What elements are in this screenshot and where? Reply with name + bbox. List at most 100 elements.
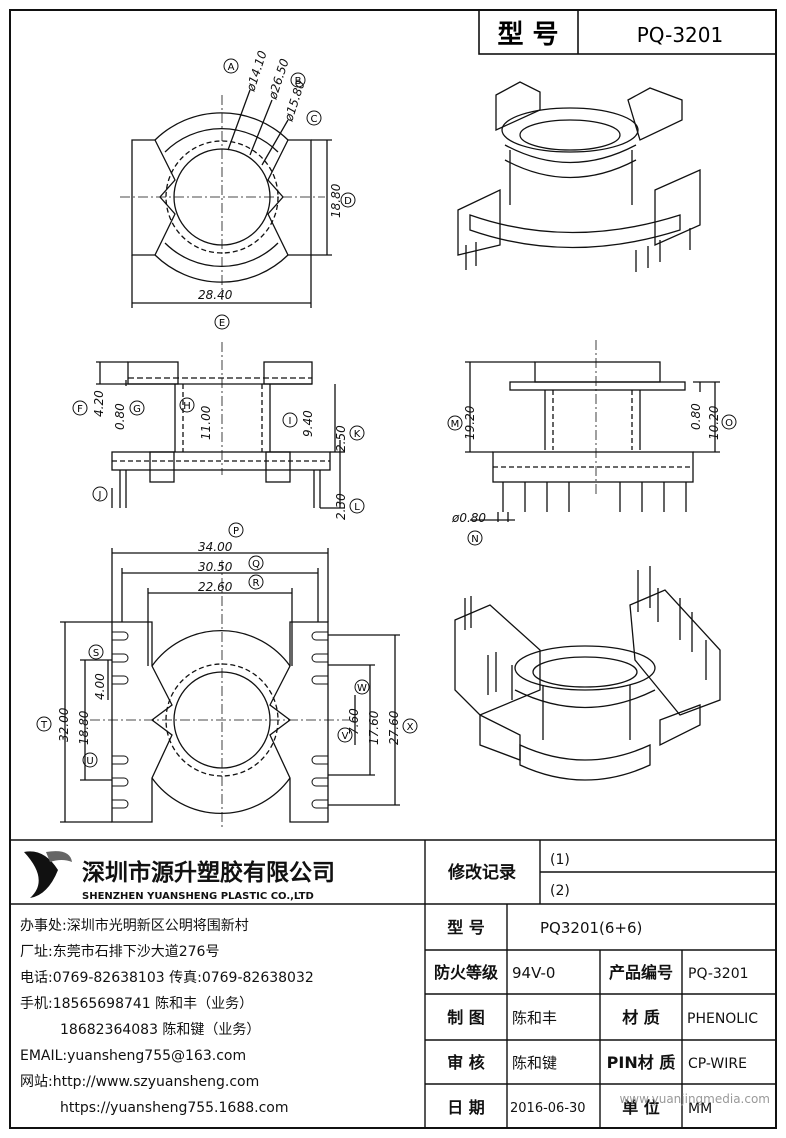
flame-rating-value: 94V-0	[512, 964, 555, 982]
front-view	[96, 342, 345, 509]
drawn-by-label: 制 图	[447, 1008, 485, 1027]
company-name-en: SHENZHEN YUANSHENG PLASTIC CO.,LTD	[82, 891, 314, 902]
marker-a: A	[228, 62, 235, 73]
marker-n: N	[471, 534, 478, 545]
model-value: PQ3201(6+6)	[540, 919, 642, 937]
date-value: 2016-06-30	[510, 1101, 586, 1116]
title-block-grid	[10, 839, 776, 1128]
dim-h: 11.00	[199, 405, 213, 440]
dim-v: 7.60	[347, 708, 361, 735]
dim-f: 4.20	[92, 390, 106, 417]
bottom-view-labels: 34.00 30.50 22.60 32.00 18.80 4.00 7.60 …	[57, 540, 401, 745]
marker-b: B	[295, 76, 302, 87]
dim-r: 22.60	[198, 580, 233, 594]
dim-s: 4.00	[93, 673, 107, 700]
marker-q: Q	[252, 559, 260, 570]
dim-n: ø0.80	[451, 511, 486, 525]
dim-t: 32.00	[57, 707, 71, 742]
side-view	[465, 340, 720, 522]
dim-e: 28.40	[198, 288, 233, 302]
unit-value: MM	[688, 1101, 712, 1117]
marker-h: H	[183, 401, 191, 412]
bottom-view-markers: P Q R S T U V W X	[36, 522, 418, 768]
revision-1: (1)	[550, 852, 570, 868]
dim-k: 2.50	[334, 425, 348, 452]
marker-m: M	[451, 419, 460, 430]
dim-q: 30.50	[198, 560, 233, 574]
outer-frame	[9, 9, 777, 1129]
marker-o: O	[725, 418, 733, 429]
company-email: EMAIL:yuansheng755@163.com	[20, 1048, 246, 1064]
dim-m: 19.20	[463, 405, 477, 440]
revision-label: 修改记录	[447, 862, 516, 883]
dim-g: 0.80	[113, 403, 127, 430]
dim-x: 27.60	[387, 710, 401, 745]
drawn-by-value: 陈和丰	[512, 1009, 557, 1027]
checked-by-label: 审 核	[447, 1053, 485, 1072]
unit-label: 单 位	[622, 1098, 660, 1117]
dim-p: 34.00	[198, 540, 233, 554]
marker-c: C	[311, 114, 318, 125]
marker-l: L	[354, 502, 360, 513]
company-mobile-2: 18682364083 陈和键（业务）	[60, 1021, 260, 1038]
company-name-cn: 深圳市源升塑胶有限公司	[82, 859, 335, 886]
isometric-view-top	[457, 81, 701, 272]
flame-rating-label: 防火等级	[434, 963, 499, 982]
marker-e: E	[219, 318, 225, 329]
material-label: 材 质	[622, 1008, 660, 1027]
company-contact: 办事处:深圳市光明新区公明将围新村 厂址:东莞市石排下沙大道276号 电话:07…	[20, 917, 314, 1116]
dim-a: ø14.10	[243, 49, 270, 94]
marker-w: W	[357, 683, 367, 694]
company-logo	[24, 851, 72, 898]
company-website-2: https://yuansheng755.1688.com	[60, 1100, 288, 1116]
marker-k: K	[354, 429, 361, 440]
front-view-labels: 4.20 0.80 11.00 9.40 2.50 2.30	[92, 390, 348, 520]
pin-material-label: PIN材 质	[607, 1053, 676, 1072]
marker-s: S	[93, 648, 99, 659]
dim-u: 18.80	[77, 710, 91, 745]
marker-r: R	[253, 578, 260, 589]
marker-i: I	[289, 416, 292, 427]
dim-o: 10.20	[707, 405, 721, 440]
marker-u: U	[86, 756, 93, 767]
dim-d: 18.80	[329, 183, 343, 218]
front-view-markers: F G H I K J L	[72, 397, 365, 514]
company-factory: 厂址:东莞市石排下沙大道276号	[20, 943, 219, 960]
company-office: 办事处:深圳市光明新区公明将围新村	[20, 917, 249, 934]
isometric-view-bottom	[454, 566, 721, 781]
dim-o-thin: 0.80	[689, 403, 703, 430]
header-model-label: 型 号	[497, 20, 558, 50]
marker-p: P	[233, 526, 239, 537]
marker-j: J	[98, 490, 102, 501]
marker-x: X	[407, 722, 414, 733]
top-view-markers: A B C D E	[214, 58, 356, 330]
spec-table: 修改记录 (1) (2) 型 号 PQ3201(6+6) 防火等级 94V-0 …	[434, 852, 758, 1117]
side-view-labels: 19.20 0.80 10.20 ø0.80	[451, 403, 721, 525]
bottom-view	[60, 548, 400, 830]
checked-by-value: 陈和键	[512, 1054, 557, 1072]
product-number-label: 产品编号	[609, 963, 673, 982]
dim-b: ø26.50	[265, 57, 292, 102]
company-phone: 电话:0769-82638103 传真:0769-82638032	[20, 970, 314, 986]
model-label: 型 号	[447, 918, 485, 937]
watermark: www.yuanjingmedia.com	[619, 1092, 770, 1106]
marker-d: D	[344, 196, 352, 207]
marker-g: G	[133, 404, 141, 415]
product-number-value: PQ-3201	[688, 966, 749, 982]
dim-w: 17.60	[367, 710, 381, 745]
material-value: PHENOLIC	[687, 1011, 758, 1027]
revision-2: (2)	[550, 883, 570, 899]
marker-f: F	[77, 404, 83, 415]
header-title-block: 型 号 PQ-3201	[478, 9, 777, 55]
dim-l: 2.30	[334, 493, 348, 520]
header-model-value: PQ-3201	[637, 23, 723, 47]
side-view-markers: M O N	[447, 414, 737, 546]
company-mobile-1: 手机:18565698741 陈和丰（业务）	[20, 995, 253, 1012]
top-view	[120, 89, 332, 308]
marker-t: T	[40, 720, 48, 731]
pin-material-value: CP-WIRE	[688, 1056, 747, 1072]
date-label: 日 期	[447, 1098, 485, 1117]
marker-v: V	[342, 731, 349, 742]
dim-i: 9.40	[301, 410, 315, 437]
